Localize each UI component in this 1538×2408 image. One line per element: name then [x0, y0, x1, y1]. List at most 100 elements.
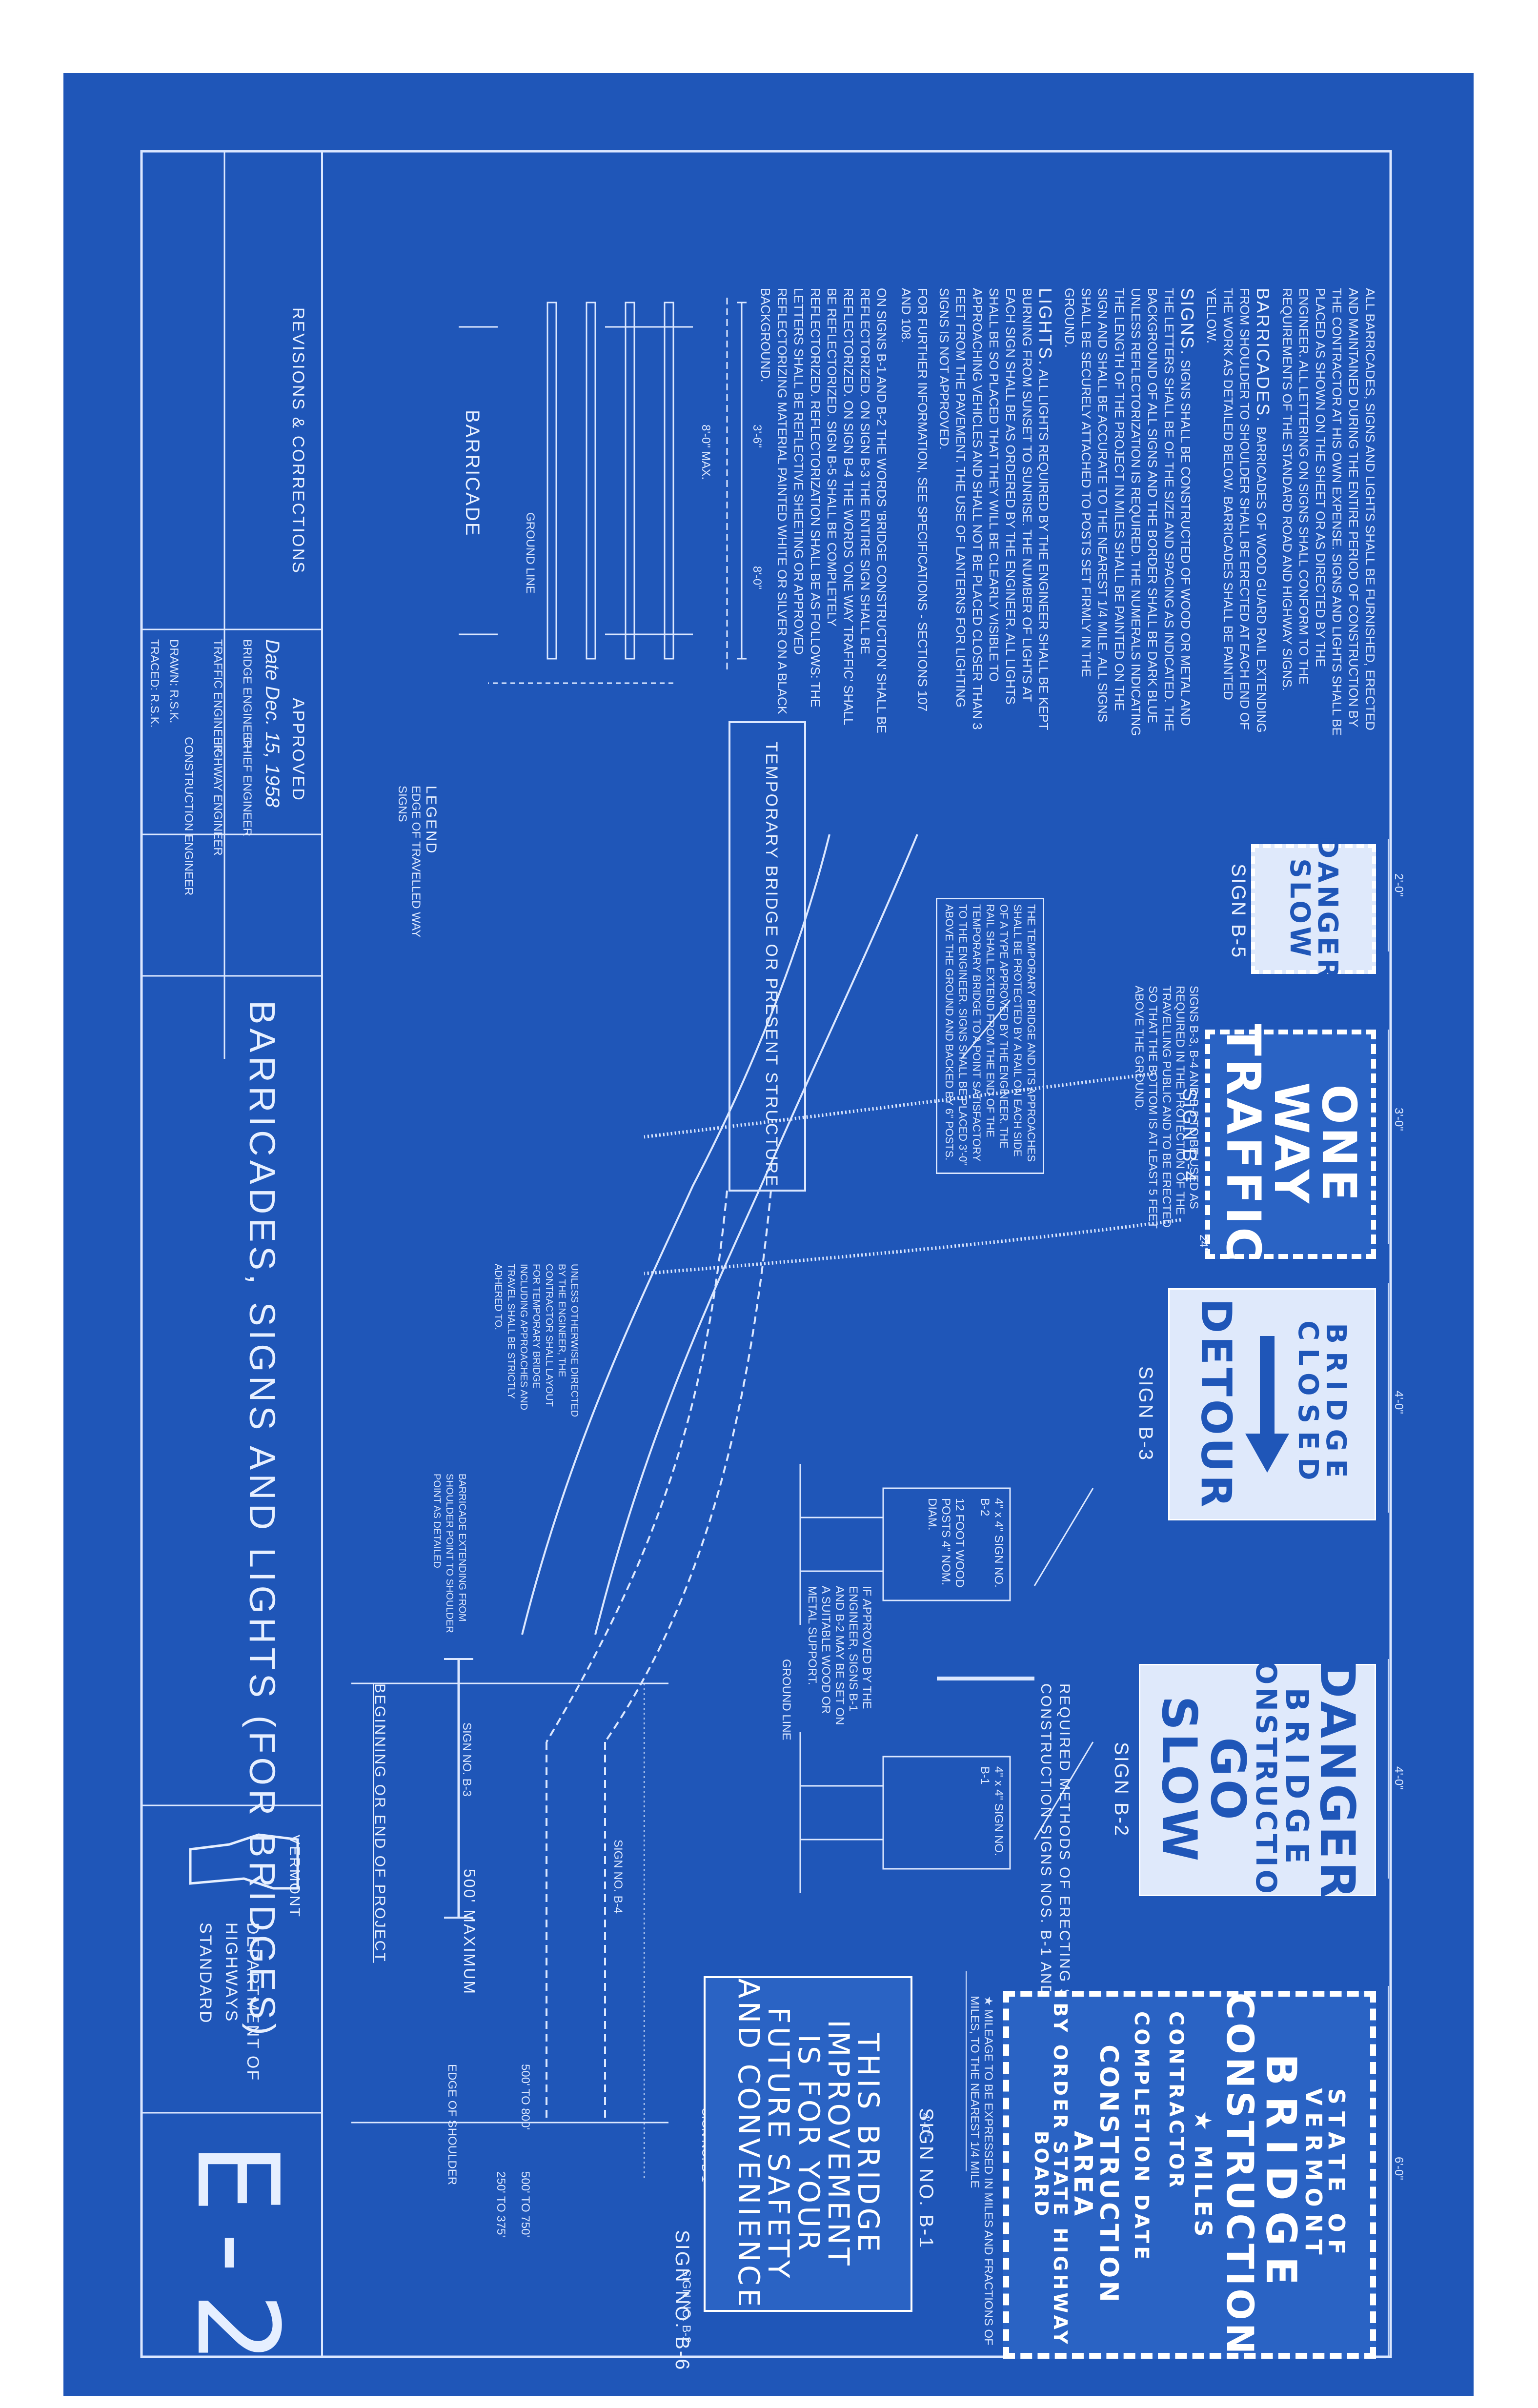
- arrow-right-icon: [1242, 1336, 1290, 1473]
- barricade-note: BARRICADE EXTENDING FROM SHOULDER POINT …: [431, 1474, 467, 1633]
- sign-b2-width: 4'-0": [1392, 1766, 1405, 1790]
- max-distance: 500' MAXIMUM: [461, 1869, 478, 1996]
- legend: LEGEND EDGE OF TRAVELLED WAY SIGNS: [395, 786, 439, 937]
- sign-b1-width: 6'-0": [1392, 2157, 1405, 2180]
- sign-b5-line2: SLOW: [1284, 858, 1315, 960]
- department-name: DEPARTMENT OF HIGHWAYS: [222, 1922, 262, 2082]
- distance-2: 500' TO 750': [519, 2171, 532, 2238]
- barricade-dim-2: 8'-0": [750, 566, 764, 589]
- department-state: VERMONT: [286, 1835, 303, 1918]
- sign-b1-line2: BRIDGE: [1256, 2053, 1305, 2296]
- sign-b6-line1: THIS BRIDGE: [850, 2033, 885, 2255]
- sign-b6-line4: FUTURE SAFETY: [761, 2007, 796, 2281]
- sign-b3-line3: DETOUR: [1192, 1298, 1241, 1510]
- sign-b2-line4: GO SLOW: [1151, 1696, 1255, 1864]
- barricade-label: BARRICADE: [462, 410, 483, 537]
- sign-b5: DANGER SLOW: [1251, 836, 1376, 982]
- sign-b1-line3: CONSTRUCTION: [1218, 1992, 1262, 2357]
- sign-b2-label: SIGN B-2: [1111, 1742, 1132, 1838]
- approval-date: Date Dec. 15, 1958: [262, 639, 283, 808]
- sign-b4-line1: ONE WAY: [1263, 1082, 1366, 1207]
- sign-b6-line2: IMPROVEMENT: [821, 2020, 855, 2268]
- revisions-heading: REVISIONS & CORRECTIONS: [289, 307, 307, 574]
- sign-b3-width: 4'-0": [1392, 1391, 1405, 1414]
- temp-bridge-note: THE TEMPORARY BRIDGE AND ITS APPROACHES …: [936, 898, 1044, 1174]
- role: CONSTRUCTION ENGINEER: [182, 737, 195, 896]
- post-note-1: 4" x 4" SIGN NO. B-2: [978, 1498, 1005, 1588]
- unless-note: UNLESS OTHERWISE DIRECTED BY THE ENGINEE…: [493, 1264, 580, 1417]
- lights-ref: FOR FURTHER INFORMATION, SEE SPECIFICATI…: [899, 288, 930, 712]
- sign-b1-line6: COMPLETION DATE: [1130, 2011, 1153, 2263]
- department-block: [183, 1830, 303, 1898]
- vermont-map-icon: [189, 1833, 299, 1890]
- reflector-note: ON SIGNS B-1 AND B-2 THE WORDS 'BRIDGE C…: [758, 288, 889, 733]
- erect-ground: GROUND LINE: [780, 1659, 793, 1740]
- site-plan: [351, 721, 1181, 2181]
- sign-b5-label: SIGN B-5: [1228, 864, 1249, 959]
- general-note: ALL BARRICADES, SIGNS AND LIGHTS SHALL B…: [1280, 288, 1377, 736]
- sign-b2: DANGER BRIDGE CONSTRUCTION GO SLOW: [1139, 1637, 1376, 1923]
- sign-b4-width: 3'-0": [1392, 1108, 1405, 1131]
- sign-ref: SIGN NO. B-3: [460, 1722, 473, 1797]
- sign-b3-line1: BRIDGE: [1320, 1323, 1352, 1486]
- blueprint-sheet: ALL BARRICADES, SIGNS AND LIGHTS SHALL B…: [63, 73, 1474, 2396]
- sign-b4-dim: 24": [1197, 1234, 1210, 1252]
- drawn-by: DRAWN: R.S.K.: [167, 639, 181, 724]
- sign-b1-line7: CONSTRUCTION AREA: [1068, 2044, 1123, 2305]
- traced-by: TRACED: R.S.K.: [148, 639, 161, 728]
- signs-heading: SIGNS.: [1177, 288, 1197, 357]
- barricade-max: 8'-0" MAX.: [699, 425, 712, 480]
- sign-b2-line2: BRIDGE: [1278, 1687, 1315, 1873]
- legend-heading: LEGEND: [423, 786, 439, 855]
- distance-1: 500' TO 800': [519, 2064, 532, 2130]
- approved-heading: APPROVED: [289, 698, 307, 802]
- bridge-label: TEMPORARY BRIDGE OR PRESENT STRUCTURE: [762, 742, 781, 1188]
- barricade-dim-1: 3'-6": [750, 425, 764, 448]
- sign-b2-line3: CONSTRUCTION: [1249, 1637, 1283, 1923]
- sign-b4-line2: TRAFFIC: [1216, 1024, 1271, 1265]
- drawing-linework: [140, 150, 1392, 2358]
- sign-b3: BRIDGE CLOSED DETOUR: [1168, 1288, 1376, 1520]
- distance-3: 250' TO 375': [494, 2171, 507, 2238]
- department-type: STANDARD: [196, 1922, 215, 2024]
- role: BRIDGE ENGINEER: [241, 639, 254, 749]
- sign-b6-width: 4'-0": [919, 2113, 932, 2136]
- lights-note: ALL LIGHTS REQUIRED BY THE ENGINEER SHAL…: [937, 288, 1051, 730]
- sign-b6-label: SIGN NO. B-6: [671, 2230, 693, 2371]
- wood-posts: 12 FOOT WOOD POSTS 4" NOM. DIAM.: [926, 1498, 966, 1588]
- sign-b6-line5: AND CONVENIENCE: [731, 1978, 766, 2310]
- sign-b6-line3: IS FOR YOUR: [791, 2034, 826, 2254]
- legend-item: EDGE OF TRAVELLED WAY: [409, 786, 423, 938]
- role: HIGHWAY ENGINEER: [211, 737, 224, 856]
- sign-b1-line8: BY ORDER STATE HIGHWAY BOARD: [1031, 2003, 1071, 2347]
- sign-b2-line1: DANGER: [1309, 1658, 1365, 1902]
- sheet-number: E-2: [172, 2142, 302, 2384]
- sheet-border: [140, 150, 1392, 2358]
- sign-b5-line1: DANGER: [1312, 835, 1344, 983]
- sign-b1-line1: STATE OF VERMONT: [1300, 2088, 1350, 2262]
- sign-b4-label: SIGN B-4: [1179, 1088, 1200, 1184]
- sign-b1-footnote: ★ MILEAGE TO BE EXPRESSED IN MILES AND F…: [968, 1996, 995, 2346]
- sign-b1: STATE OF VERMONT BRIDGE CONSTRUCTION ★ M…: [1003, 1991, 1376, 2359]
- sign-b1-line5: CONTRACTOR: [1164, 2011, 1187, 2191]
- sign-ref: SIGN NO. B-4: [611, 1840, 625, 1914]
- sign-b6: THIS BRIDGE IMPROVEMENT IS FOR YOUR FUTU…: [704, 1976, 912, 2312]
- approved-note: IF APPROVED BY THE ENGINEER, SIGNS B-1 A…: [806, 1586, 873, 1725]
- sign-b3-line2: CLOSED: [1292, 1320, 1324, 1488]
- post-note-2: 4" x 4" SIGN NO. B-1: [978, 1766, 1005, 1856]
- edge-shoulder: EDGE OF SHOULDER: [445, 2064, 459, 2185]
- role: CHIEF ENGINEER: [241, 737, 254, 837]
- barricades-heading: BARRICADES.: [1253, 288, 1273, 424]
- signs-note: SIGNS SHALL BE CONSTRUCTED OF WOOD OR ME…: [1062, 288, 1193, 736]
- lights-heading: LIGHTS.: [1035, 288, 1055, 367]
- sign-b5-width: 2'-0": [1392, 873, 1405, 897]
- barricade-detail: [459, 298, 747, 684]
- erecting-detail: [799, 1464, 1094, 1893]
- sign-b4: ONE WAY TRAFFIC: [1205, 1024, 1376, 1265]
- role: TRAFFIC ENGINEER: [211, 639, 224, 753]
- sign-b3-label: SIGN B-3: [1135, 1366, 1156, 1462]
- sign-b1-line4: ★ MILES: [1189, 2110, 1216, 2240]
- barricade-ground: GROUND LINE: [524, 512, 537, 594]
- drawing-stage: ALL BARRICADES, SIGNS AND LIGHTS SHALL B…: [63, 73, 1474, 2396]
- beginning-label: BEGINNING OR END OF PROJECT: [372, 1683, 388, 1963]
